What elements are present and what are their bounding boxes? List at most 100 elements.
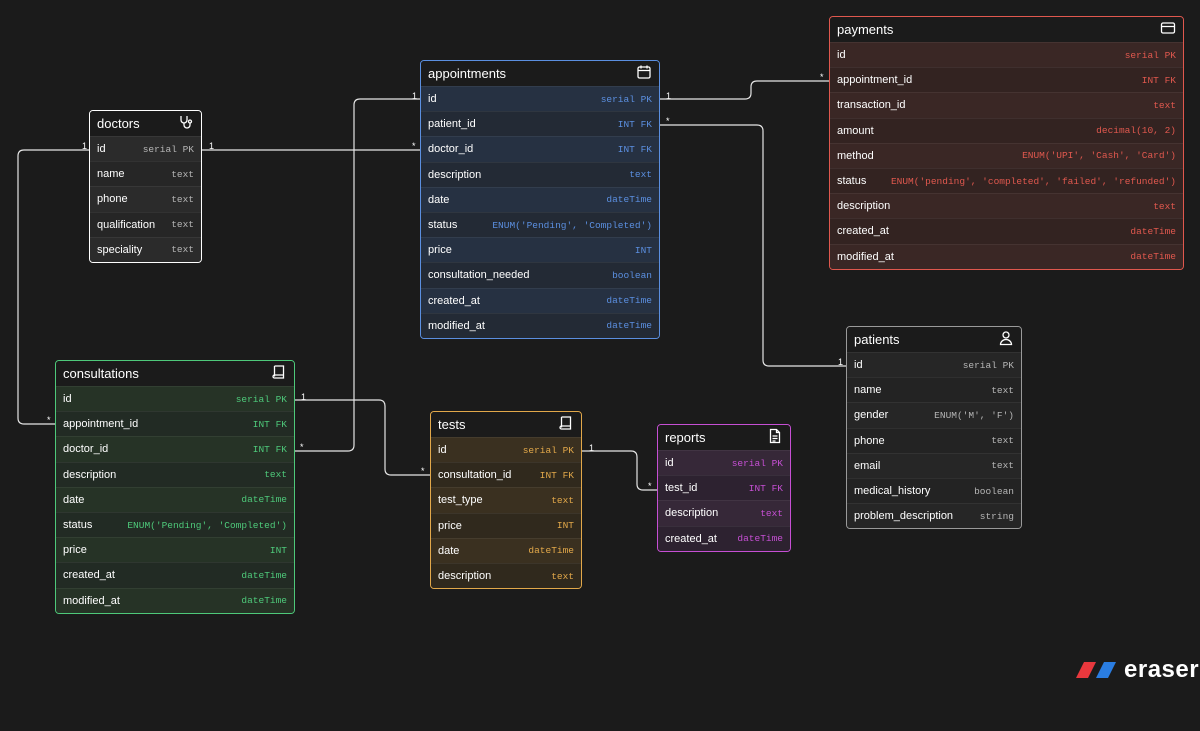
field-name: description <box>837 200 891 213</box>
line-appointments-patients <box>660 124 846 367</box>
field-type: INT FK <box>1141 74 1176 86</box>
field-name: medical_history <box>854 485 931 498</box>
table-header[interactable]: consultations <box>56 361 294 386</box>
table-header[interactable]: tests <box>431 412 581 437</box>
line-tests-reports <box>582 450 657 491</box>
table-header[interactable]: reports <box>658 425 790 450</box>
field-name: method <box>837 149 874 162</box>
field-type: text <box>1153 200 1176 212</box>
table-title: doctors <box>97 116 140 131</box>
field-row-price[interactable]: price INT <box>421 237 659 263</box>
table-header[interactable]: appointments <box>421 61 659 86</box>
field-name: price <box>428 244 452 257</box>
field-name: description <box>665 507 719 520</box>
field-name: gender <box>854 409 889 422</box>
field-type: text <box>171 193 194 205</box>
cardinality-label: 1 <box>838 357 844 367</box>
cardinality-label: * <box>666 116 670 126</box>
field-name: amount <box>837 124 874 137</box>
table-header[interactable]: patients <box>847 327 1021 352</box>
table-title: appointments <box>428 66 507 81</box>
field-type: serial PK <box>962 359 1014 371</box>
field-type: text <box>991 435 1014 447</box>
field-name: id <box>837 49 846 62</box>
field-type: INT FK <box>252 418 287 430</box>
field-name: patient_id <box>428 118 476 131</box>
field-type: INT <box>634 244 652 256</box>
field-name: created_at <box>428 294 480 307</box>
field-type: ENUM('Pending', 'Completed') <box>492 219 652 231</box>
field-type: dateTime <box>241 494 287 506</box>
field-type: text <box>551 570 574 582</box>
field-name: id <box>63 393 72 406</box>
cardinality-label: * <box>648 481 652 491</box>
table-header[interactable]: payments <box>830 17 1183 42</box>
field-name: appointment_id <box>837 74 913 87</box>
field-name: test_id <box>665 482 698 495</box>
field-type: text <box>264 469 287 481</box>
field-row-appointment-id[interactable]: appointment_id INT FK <box>830 67 1183 93</box>
book-icon <box>558 415 574 434</box>
field-name: description <box>428 168 482 181</box>
table-header[interactable]: doctors <box>90 111 201 136</box>
stethoscope-icon <box>178 114 194 133</box>
field-type: INT FK <box>539 469 574 481</box>
field-row-description[interactable]: description text <box>830 193 1183 219</box>
